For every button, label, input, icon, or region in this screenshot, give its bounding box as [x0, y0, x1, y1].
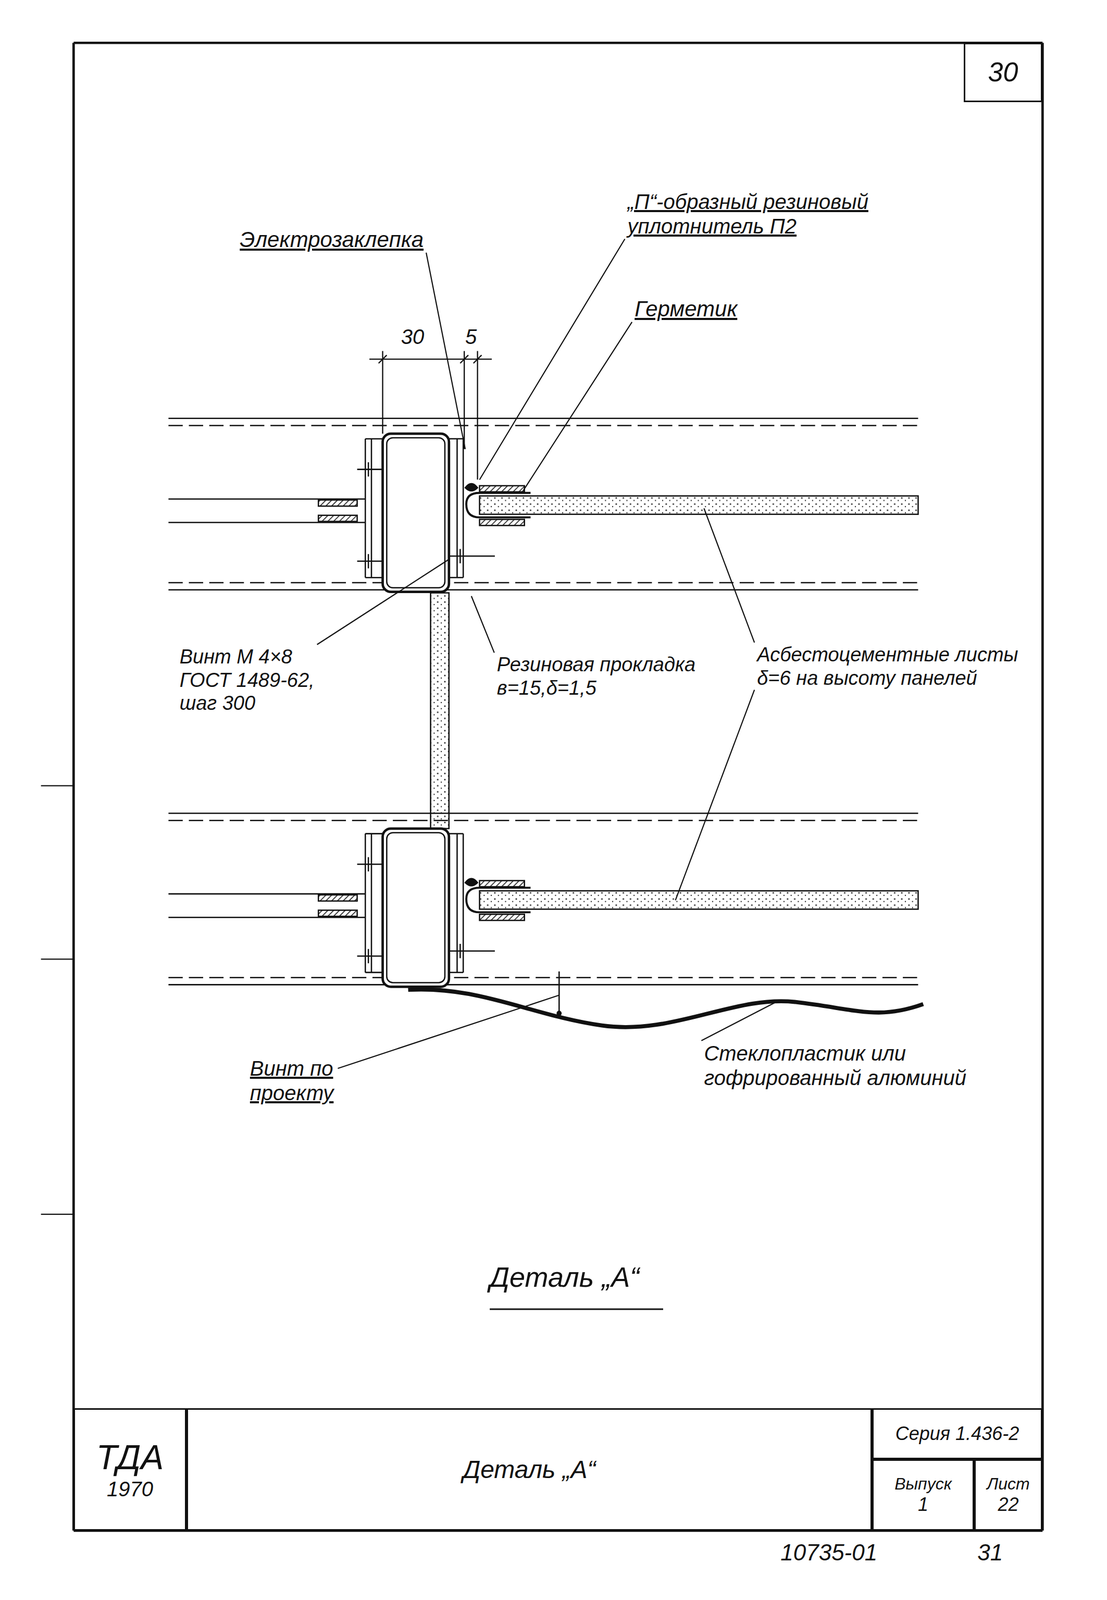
leader-line: [701, 1001, 776, 1040]
archive-number: 10735-01: [780, 1538, 878, 1566]
leader-line: [522, 321, 632, 492]
part-label: „П“-образный резиновый уплотнитель П2: [627, 189, 961, 239]
part-label: Винт М 4×8 ГОСТ 1489-62, шаг 300: [179, 644, 342, 715]
cell-text: Деталь „А“: [462, 1454, 596, 1484]
cell-text: 30: [988, 56, 1019, 89]
dimension-line: [369, 351, 492, 480]
part-label: Винт по проекту: [250, 1055, 386, 1105]
part-label: Электрозаклепка: [239, 226, 424, 253]
leader-line: [479, 238, 626, 480]
part-label: Резиновая прокладка в=15,δ=1,5: [496, 652, 727, 700]
dimension-text: 5: [465, 324, 477, 350]
panel-joint: [168, 418, 924, 1027]
title-underline: [489, 1307, 664, 1310]
title-block-cell: Деталь „А“: [186, 1407, 873, 1531]
title-block-cell: Серия 1.436-2: [872, 1407, 1043, 1459]
part-label: Герметик: [634, 295, 738, 322]
leader-line: [675, 689, 755, 901]
title-block-cell: ТДА1970: [73, 1407, 187, 1531]
cell-text: ТДА: [96, 1437, 164, 1477]
part-label: Асбестоцементные листы δ=6 на высоту пан…: [756, 642, 1028, 690]
part-label: Стеклопластик или гофрированный алюминий: [703, 1040, 1027, 1090]
cell-text: 1: [917, 1493, 929, 1515]
title-block-cell: 30: [963, 42, 1043, 103]
leader-line: [426, 252, 466, 450]
leader-line: [317, 558, 450, 645]
leader-line: [703, 507, 755, 643]
cell-text: Серия 1.436-2: [895, 1422, 1019, 1444]
title-block-cell: Лист22: [974, 1458, 1043, 1531]
title-block-cell: Выпуск1: [872, 1458, 975, 1531]
leader-line: [471, 595, 495, 653]
cell-text: 1970: [106, 1476, 154, 1501]
dimension-text: 30: [401, 324, 425, 350]
cell-text: Лист: [986, 1473, 1030, 1494]
frame: [41, 42, 1043, 1531]
cell-text: Выпуск: [894, 1473, 952, 1494]
drawing-title: Деталь „А“: [489, 1260, 640, 1294]
leader-line: [337, 994, 559, 1069]
page-number: 31: [977, 1538, 1003, 1566]
cell-text: 22: [997, 1493, 1019, 1515]
